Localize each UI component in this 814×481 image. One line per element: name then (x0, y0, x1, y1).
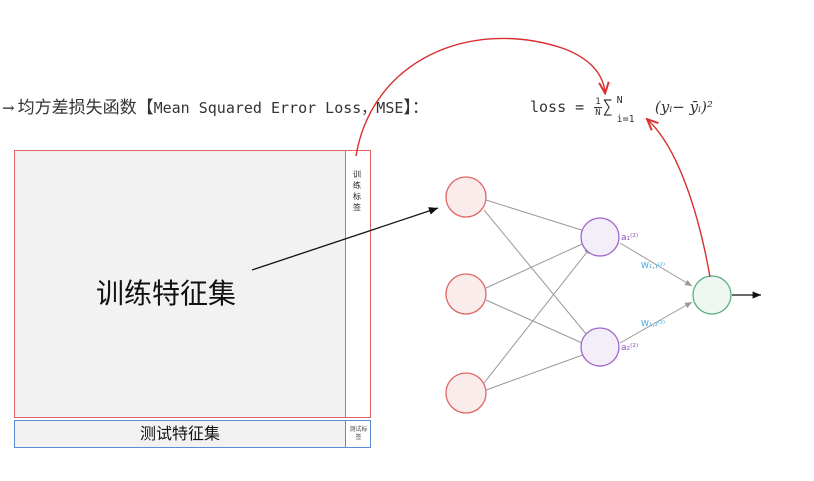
output-to-formula-arrow (648, 120, 711, 278)
test-target-label: 测试标签 (349, 426, 368, 441)
train-to-input-arrow (251, 207, 439, 271)
formula-term: (yᵢ− ȳᵢ)² (654, 98, 713, 116)
train-target-label: 训练标签 (353, 170, 361, 212)
weight-2-label: W₁,₂⁽²⁾ (641, 319, 665, 328)
heading-end-text: 】： (403, 98, 429, 118)
formula-prefix: loss = (530, 98, 585, 116)
train-target-box: 训练标签 (346, 150, 371, 418)
hidden-node-1 (580, 217, 620, 257)
heading-cn-text: 均方差损失函数【 (17, 98, 154, 118)
train-features-box (14, 150, 346, 418)
test-features-box: 测试特征集 (14, 420, 346, 448)
target-to-formula-arrow (355, 37, 605, 157)
input-node-1 (445, 176, 487, 218)
sum-upper-limit: N (616, 95, 623, 106)
hidden-node-2-label: a₂⁽²⁾ (621, 343, 638, 353)
hidden-output-edges (619, 242, 693, 344)
sum-lower-limit: i=1 (616, 114, 635, 125)
fraction-denominator: N (595, 108, 601, 118)
test-target-box: 测试标签 (346, 420, 371, 448)
weight-1-label: W₁,₁⁽²⁾ (641, 261, 665, 270)
hidden-node-2 (580, 327, 620, 367)
test-features-label: 测试特征集 (139, 424, 220, 443)
sum-sign: ∑ (602, 97, 613, 117)
input-node-2 (445, 273, 487, 315)
input-node-3 (445, 372, 487, 414)
fraction-numerator: 1 (594, 97, 602, 108)
train-features-label: 训练特征集 (96, 277, 237, 310)
bullet-arrow-icon: → (2, 99, 15, 117)
heading-en-text: Mean Squared Error Loss，MSE (153, 99, 404, 117)
output-node (692, 275, 732, 315)
loss-heading: →均方差损失函数【Mean Squared Error Loss，MSE】： (2, 96, 429, 120)
hidden-node-1-label: a₁⁽²⁾ (621, 233, 638, 243)
formula-fraction: 1 N (594, 97, 602, 118)
input-hidden-edges (483, 199, 592, 391)
